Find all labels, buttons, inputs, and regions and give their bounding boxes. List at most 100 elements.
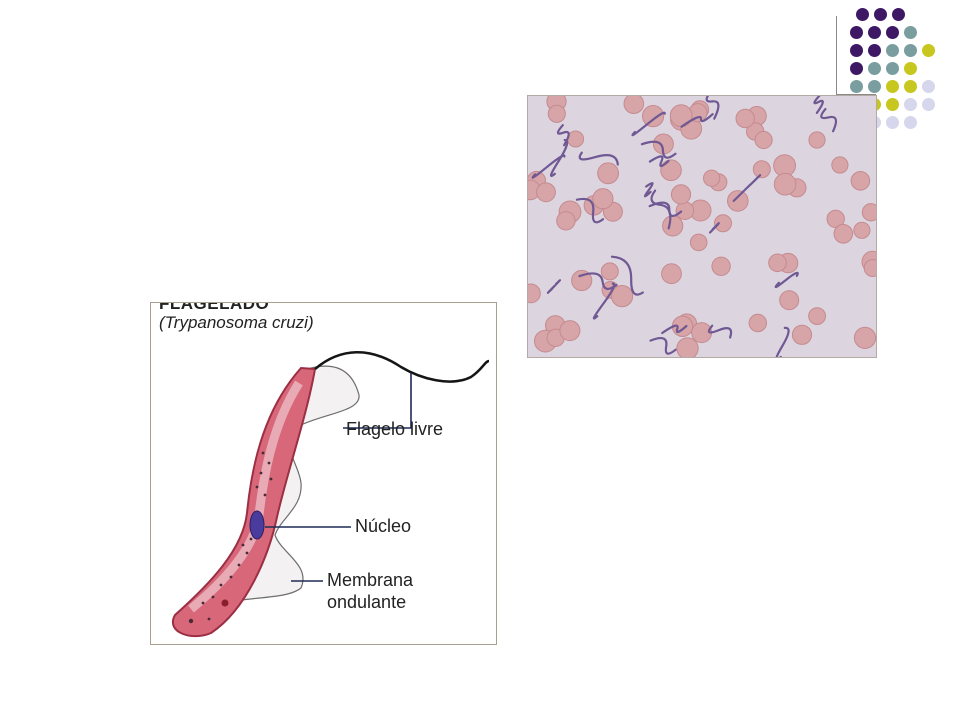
decorative-dot — [904, 116, 917, 129]
decorative-dot — [886, 44, 899, 57]
decorative-dot — [886, 62, 899, 75]
trypanosome — [707, 324, 733, 339]
blood-smear-micrograph — [527, 95, 877, 358]
red-blood-cell — [727, 190, 749, 212]
trypanosome — [549, 138, 569, 178]
decorative-dot — [892, 8, 905, 21]
diagram-heading: FLAGELADO — [159, 302, 270, 313]
trypanosome — [575, 197, 605, 224]
decorative-dot — [856, 8, 869, 21]
trypanosoma-drawing — [172, 351, 490, 638]
red-blood-cell — [661, 263, 682, 285]
trypanosome — [546, 279, 561, 294]
decorative-dot — [868, 80, 881, 93]
decorative-dot — [904, 98, 917, 111]
red-blood-cell — [791, 324, 813, 345]
decorative-horizontal-line — [836, 94, 876, 95]
trypanosomes — [531, 96, 838, 357]
red-blood-cell — [833, 224, 854, 244]
trypanosome — [680, 113, 714, 128]
trypanosome — [578, 151, 619, 166]
decorative-dot — [850, 62, 863, 75]
trypanosome — [640, 140, 677, 159]
red-blood-cell — [623, 96, 645, 114]
label-flagelo-livre: Flagelo livre — [346, 419, 444, 439]
trypanosoma-diagram: FLAGELADO (Trypanosoma cruzi) Flagelo li… — [150, 302, 497, 645]
red-blood-cell — [735, 108, 755, 129]
decorative-dot — [874, 8, 887, 21]
decorative-dot — [850, 26, 863, 39]
red-blood-cell — [752, 160, 771, 179]
decorative-dot — [904, 62, 917, 75]
red-blood-cell — [808, 131, 826, 149]
red-blood-cell — [748, 313, 768, 333]
red-blood-cell — [711, 256, 731, 277]
flagelo-pointer-line — [343, 373, 412, 429]
red-blood-cell — [714, 214, 732, 233]
label-nucleo: Núcleo — [355, 516, 412, 536]
red-blood-cell — [670, 184, 692, 205]
trypanosome — [643, 182, 654, 198]
red-blood-cell — [850, 171, 871, 191]
decorative-dot — [850, 80, 863, 93]
red-blood-cell — [768, 253, 787, 273]
red-blood-cell — [547, 104, 566, 123]
trypanosome — [813, 96, 824, 114]
red-blood-cell — [754, 130, 773, 150]
decorative-dot — [904, 44, 917, 57]
red-blood-cell — [528, 283, 541, 304]
trypanosome — [708, 222, 720, 234]
red-blood-cell — [642, 105, 665, 128]
trypanosome — [820, 108, 838, 133]
trypanosome — [631, 111, 666, 137]
red-blood-cell — [826, 209, 845, 229]
decorative-dot — [886, 26, 899, 39]
trypanosome — [774, 271, 799, 289]
red-blood-cell — [660, 159, 682, 181]
decorative-dot — [886, 80, 899, 93]
red-blood-cell — [853, 326, 876, 349]
red-blood-cell — [863, 259, 876, 277]
decorative-dot — [868, 44, 881, 57]
red-blood-cell — [675, 201, 695, 220]
red-blood-cell — [808, 307, 827, 326]
decorative-vertical-line — [836, 16, 837, 96]
red-blood-cell — [600, 262, 619, 281]
decorative-dot — [868, 62, 881, 75]
decorative-dot — [868, 26, 881, 39]
trypanosome — [648, 155, 670, 168]
red-blood-cell — [559, 320, 581, 342]
red-blood-cell — [592, 188, 614, 210]
red-blood-cell — [689, 233, 708, 252]
red-blood-cell — [567, 130, 585, 148]
trypanosome — [531, 154, 566, 179]
red-blood-cell — [571, 269, 593, 292]
trypanosome — [732, 174, 762, 202]
label-membrana: Membrana — [327, 570, 414, 590]
decorative-dot — [922, 98, 935, 111]
red-blood-cell — [779, 290, 800, 311]
red-blood-cell — [773, 172, 797, 196]
decorative-dot — [922, 44, 935, 57]
decorative-dot-grid — [850, 8, 950, 158]
red-blood-cell — [831, 156, 849, 174]
decorative-dot — [886, 98, 899, 111]
red-blood-cell — [597, 162, 619, 185]
diagram-subheading: (Trypanosoma cruzi) — [159, 313, 314, 332]
trypanosome — [578, 272, 618, 290]
decorative-dot — [850, 44, 863, 57]
nucleus-shape — [249, 510, 265, 540]
free-flagellum — [314, 351, 490, 383]
decorative-dot — [904, 80, 917, 93]
micrograph-image — [528, 96, 876, 357]
trypanosome — [775, 326, 790, 357]
red-blood-cell — [853, 221, 871, 239]
red-blood-cell — [662, 215, 684, 237]
decorative-dot — [904, 26, 917, 39]
red-blood-cell — [703, 169, 721, 187]
red-blood-cell — [556, 211, 576, 231]
trypanosome — [610, 255, 644, 296]
red-blood-cell — [676, 337, 699, 357]
red-blood-cell — [669, 104, 693, 128]
decorative-dot — [922, 80, 935, 93]
